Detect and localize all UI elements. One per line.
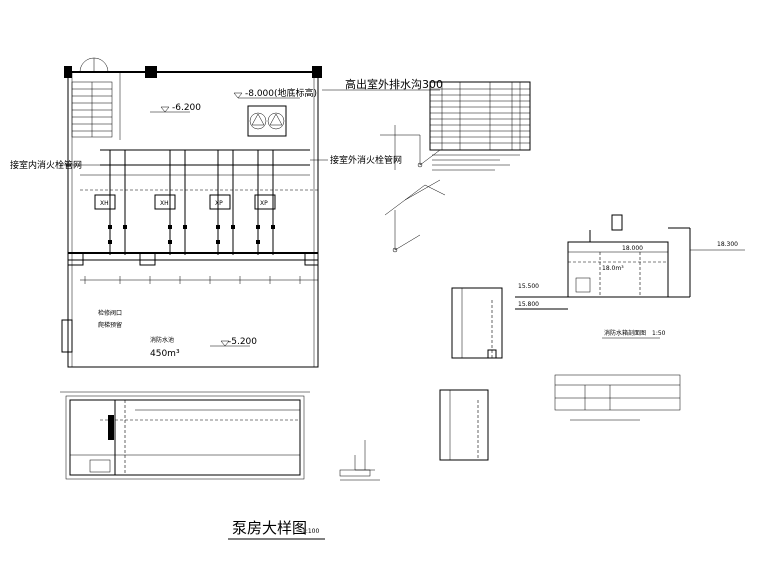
tank-plan-bottom [60, 391, 310, 480]
fan-icon [249, 112, 267, 130]
fan-box [247, 105, 287, 137]
outdoor-connection-label: 接室外消火栓管网 [330, 154, 402, 166]
drain-label: 高出室外排水沟300 [345, 77, 443, 91]
small-detail [339, 440, 380, 481]
left-level-a: 15.500 [518, 283, 539, 290]
right-level: 18.300 [717, 241, 738, 248]
pump-label: XH [100, 200, 109, 207]
pump-unit [94, 194, 116, 210]
column-block [64, 66, 72, 78]
tank-volume: 450m³ [150, 349, 180, 359]
left-level-b: 15.800 [518, 301, 539, 308]
level-label: -6.200 [172, 103, 201, 113]
fan-icon [267, 112, 285, 130]
inspection-hatch [61, 319, 73, 353]
section-level: 18.000 [622, 245, 643, 252]
pump-label: XH [160, 200, 169, 207]
section-volume: 18.0m³ [602, 265, 624, 272]
title-block: 泵房大样图 1:100 [228, 519, 325, 540]
equipment-table [429, 81, 531, 171]
section-scale: 1:50 [652, 330, 666, 337]
level-label-top: -8.000(地底标高) [245, 87, 317, 99]
pump-label: XP [260, 200, 268, 207]
pump-unit [154, 194, 176, 210]
pump-unit [254, 194, 276, 210]
mid-tank-detail [439, 287, 503, 461]
section-title: 消防水箱剖面图 [604, 329, 646, 337]
pump-unit [209, 194, 231, 210]
tank-level: -5.200 [228, 337, 257, 347]
drawing-title: 泵房大样图 [232, 519, 307, 537]
spec-table [554, 374, 681, 421]
pump-label: XP [215, 200, 223, 207]
inspection-label: 检修阀口 [98, 309, 122, 317]
indoor-connection-label: 接室内消火栓管网 [10, 159, 82, 171]
ladder-label: 爬梯预留 [98, 321, 122, 329]
water-tank-section: 18.000 18.0m³ 15.500 15.800 18.300 消防水箱剖… [515, 214, 745, 339]
pump-room-plan: -6.200 -8.000(地底标高) 高出室外排水沟300 XH XH XP [10, 57, 443, 368]
column-block [145, 66, 157, 78]
tank-name: 消防水池 [150, 336, 174, 344]
column-block [312, 66, 322, 78]
drawing-scale: 1:100 [302, 528, 319, 535]
pipe-isometric [380, 125, 446, 253]
